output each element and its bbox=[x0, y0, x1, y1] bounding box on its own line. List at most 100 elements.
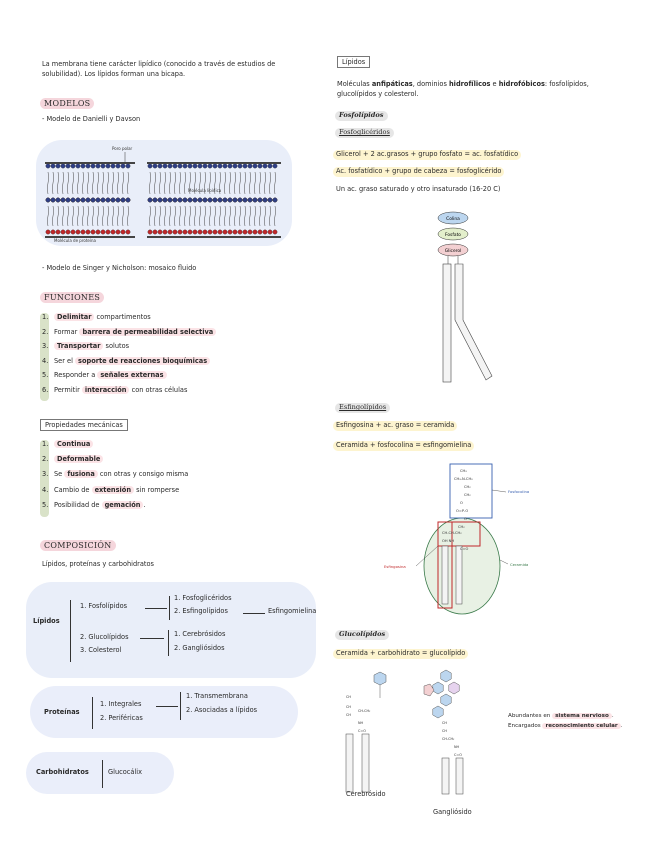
gangliosido-structure bbox=[423, 669, 460, 719]
propiedad-item-number: 1. bbox=[42, 440, 49, 448]
lip-a2: 2. Glucolípidos bbox=[80, 633, 129, 641]
funcion-item-number: 4. bbox=[42, 356, 49, 365]
propiedad-item-text-end: con otras y consigo misma bbox=[97, 470, 189, 479]
svg-text:O: O bbox=[464, 517, 467, 521]
carbohidratos-bracket bbox=[102, 760, 103, 788]
note2-bold: reconocimiento celular bbox=[542, 722, 621, 729]
funcion-item-text: Formar bbox=[54, 327, 80, 336]
propiedad-item: 5.Posibilidad de gemación. bbox=[42, 500, 146, 509]
fosfoglicerido-diagram: Colina Fosfato Glicerol bbox=[437, 211, 493, 383]
svg-text:CH-CH₂: CH-CH₂ bbox=[358, 709, 371, 713]
lip-desc-b2: hidrofílicos bbox=[448, 80, 491, 88]
composicion-heading: COMPOSICIÓN bbox=[40, 540, 116, 551]
fatty-acid-tail-2 bbox=[454, 263, 493, 381]
funcion-item: 2.Formar barrera de permeabilidad select… bbox=[42, 327, 217, 336]
lip-desc-b3: hidrofóbicos bbox=[498, 80, 545, 88]
svg-text:C=O: C=O bbox=[358, 729, 366, 733]
intro-text: La membrana tiene carácter lipídico (con… bbox=[42, 60, 312, 80]
fosfato-label: Fosfato bbox=[445, 232, 461, 238]
funcion-item-number: 3. bbox=[42, 342, 49, 351]
svg-text:NH: NH bbox=[358, 721, 364, 725]
poro-label: Poro polar bbox=[112, 146, 133, 151]
funcion-item-number: 6. bbox=[42, 386, 49, 394]
funcion-item-bold: soporte de reacciones bioquímicas bbox=[75, 356, 211, 365]
bracket-gluco bbox=[168, 630, 169, 656]
svg-text:O=P-O: O=P-O bbox=[456, 509, 468, 513]
svg-text:CH-CH₂: CH-CH₂ bbox=[442, 737, 455, 741]
note-line-1: Abundantes en sistema nervioso. bbox=[508, 712, 622, 722]
cerebrosido-label: Cerebrósido bbox=[346, 790, 386, 798]
fosfogliceridos-line-3: Un ac. graso saturado y otro insaturado … bbox=[336, 185, 501, 193]
fosfocolina-label: Fosfocolina bbox=[508, 489, 529, 494]
svg-text:CH: CH bbox=[346, 713, 351, 717]
danielli-davson-diagram: Poro polar Molécula lipídica Molécula de… bbox=[45, 146, 281, 243]
svg-text:CH₃: CH₃ bbox=[460, 469, 467, 473]
prot-b1: 1. Transmembrana bbox=[186, 692, 248, 700]
fosfogliceridos-heading: Fosfoglicéridos bbox=[335, 128, 394, 138]
lip-b3: Esfingomielina bbox=[268, 607, 317, 615]
prot-b2: 2. Asociadas a lípidos bbox=[186, 706, 258, 714]
note1-post: . bbox=[611, 713, 614, 719]
arrow-line-4 bbox=[156, 706, 178, 707]
lip-desc-line2: glucolípidos y colesterol. bbox=[337, 89, 419, 98]
funcion-item-bold: Delimitar bbox=[54, 313, 95, 321]
funcion-item: 4. Ser el soporte de reacciones bioquímic… bbox=[42, 356, 211, 365]
bracket-fosfo bbox=[169, 596, 170, 620]
funcion-item: 6.Permitir interacción con otras células bbox=[42, 386, 187, 394]
lip-desc-mid: , dominios bbox=[412, 80, 449, 88]
funcion-item-text: Ser el bbox=[54, 356, 76, 365]
svg-text:NH: NH bbox=[454, 745, 460, 749]
propiedad-item-bold: fusiona bbox=[64, 470, 98, 479]
funcion-item-bold: Transportar bbox=[54, 342, 104, 351]
propiedad-item-bold: Deformable bbox=[54, 455, 104, 464]
lipidos-title: Lípidos bbox=[337, 56, 371, 68]
glicerol-label: Glicerol bbox=[445, 248, 462, 254]
funcion-item-text-end: con otras células bbox=[129, 386, 188, 394]
lipidos-blob bbox=[26, 582, 316, 678]
note1-bold: sistema nervioso bbox=[552, 713, 612, 719]
esfingomielina-diagram: CH₃CH₃-N-CH₃CH₂CH₂OO=P-OOCH₂CH-CH-CH₂OH … bbox=[384, 463, 529, 615]
molecula-proteina-label: Molécula de proteína bbox=[54, 238, 97, 243]
propiedad-item: 1.Continua bbox=[42, 440, 94, 448]
svg-text:CH₂: CH₂ bbox=[464, 493, 471, 497]
funcion-item: 3. Transportar solutos bbox=[42, 342, 130, 351]
funcion-item-bold: barrera de permeabilidad selectiva bbox=[79, 327, 217, 336]
svg-text:CH₂: CH₂ bbox=[458, 525, 465, 529]
funcion-item-text-end: solutos bbox=[103, 342, 130, 351]
svg-text:C=O: C=O bbox=[460, 547, 469, 551]
lip-b2: 2. Esfingolípidos bbox=[174, 607, 228, 615]
composicion-sub: Lípidos, proteínas y carbohidratos bbox=[42, 560, 154, 568]
prot-a2: 2. Periféricas bbox=[100, 714, 143, 722]
lip-b1: 1. Fosfoglicéridos bbox=[174, 594, 232, 602]
arrow-line-1 bbox=[145, 608, 167, 609]
esfingolipidos-line-1: Esfingosina + ac. graso = ceramida bbox=[333, 421, 458, 431]
svg-text:CH: CH bbox=[442, 729, 447, 733]
svg-text:CH: CH bbox=[346, 695, 351, 699]
note2-post: . bbox=[620, 722, 623, 729]
lip-desc-and: e bbox=[490, 80, 499, 88]
propiedad-item-bold: extensión bbox=[91, 485, 135, 494]
funcion-item-text-end: compartimentos bbox=[94, 313, 151, 321]
molecula-lipidica-label: Molécula lipídica bbox=[188, 188, 222, 193]
esfingosina-label: Esfingosina bbox=[384, 564, 406, 569]
modelos-heading: MODELOS bbox=[40, 98, 95, 109]
funciones-number-bar bbox=[40, 313, 49, 401]
lipidos-label: Lípidos bbox=[33, 617, 60, 625]
proteinas-bracket bbox=[92, 697, 93, 729]
fosfogliceridos-line-2: Ac. fosfatídico + grupo de cabeza = fosf… bbox=[333, 167, 505, 177]
funciones-heading: FUNCIONES bbox=[40, 292, 105, 303]
proteinas-blob bbox=[30, 686, 298, 738]
svg-text:CH-CH-CH₂: CH-CH-CH₂ bbox=[442, 531, 462, 535]
svg-text:CH: CH bbox=[442, 721, 447, 725]
bracket-integrales bbox=[180, 692, 181, 720]
funcion-item-text: Responder a bbox=[54, 371, 98, 380]
membrane-diagram-bg bbox=[36, 140, 292, 246]
propiedad-item-number: 4. bbox=[42, 485, 49, 494]
propiedad-item-text: Se bbox=[54, 470, 65, 479]
svg-text:C=O: C=O bbox=[454, 753, 462, 757]
prot-a1: 1. Integrales bbox=[100, 700, 142, 708]
glucolipidos-note: Abundantes en sistema nervioso. Encargad… bbox=[508, 712, 622, 731]
esfingolipidos-line-2: Ceramida + fosfocolina = esfingomielina bbox=[333, 441, 475, 451]
